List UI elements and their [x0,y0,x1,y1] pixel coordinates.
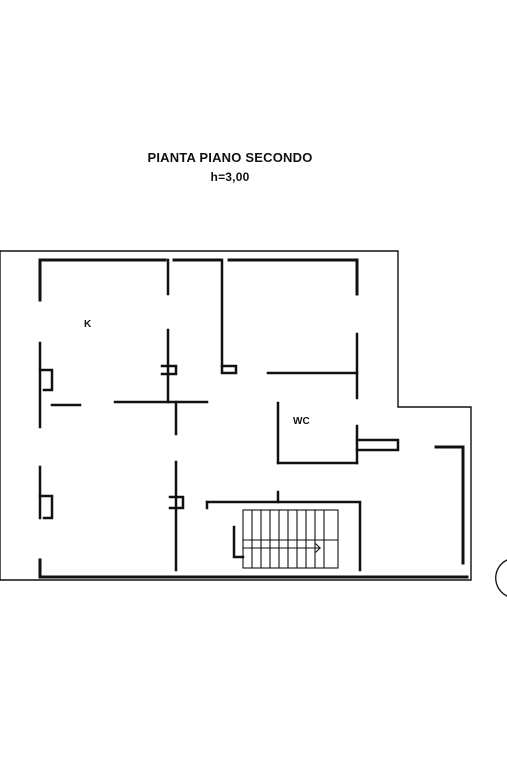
room-label-bathroom: WC [293,416,310,427]
exterior-walls [38,258,469,579]
edge-arc [495,559,507,597]
staircase [242,509,339,569]
interior-walls [113,258,238,572]
plan-title: PIANTA PIANO SECONDO [147,150,313,165]
outer-outline [0,250,472,581]
plan-subtitle: h=3,00 [210,170,250,184]
stair-walls [205,490,362,572]
left-wall-segments [38,341,82,520]
wc-walls [266,332,400,465]
room-label-kitchen: K [84,319,92,330]
